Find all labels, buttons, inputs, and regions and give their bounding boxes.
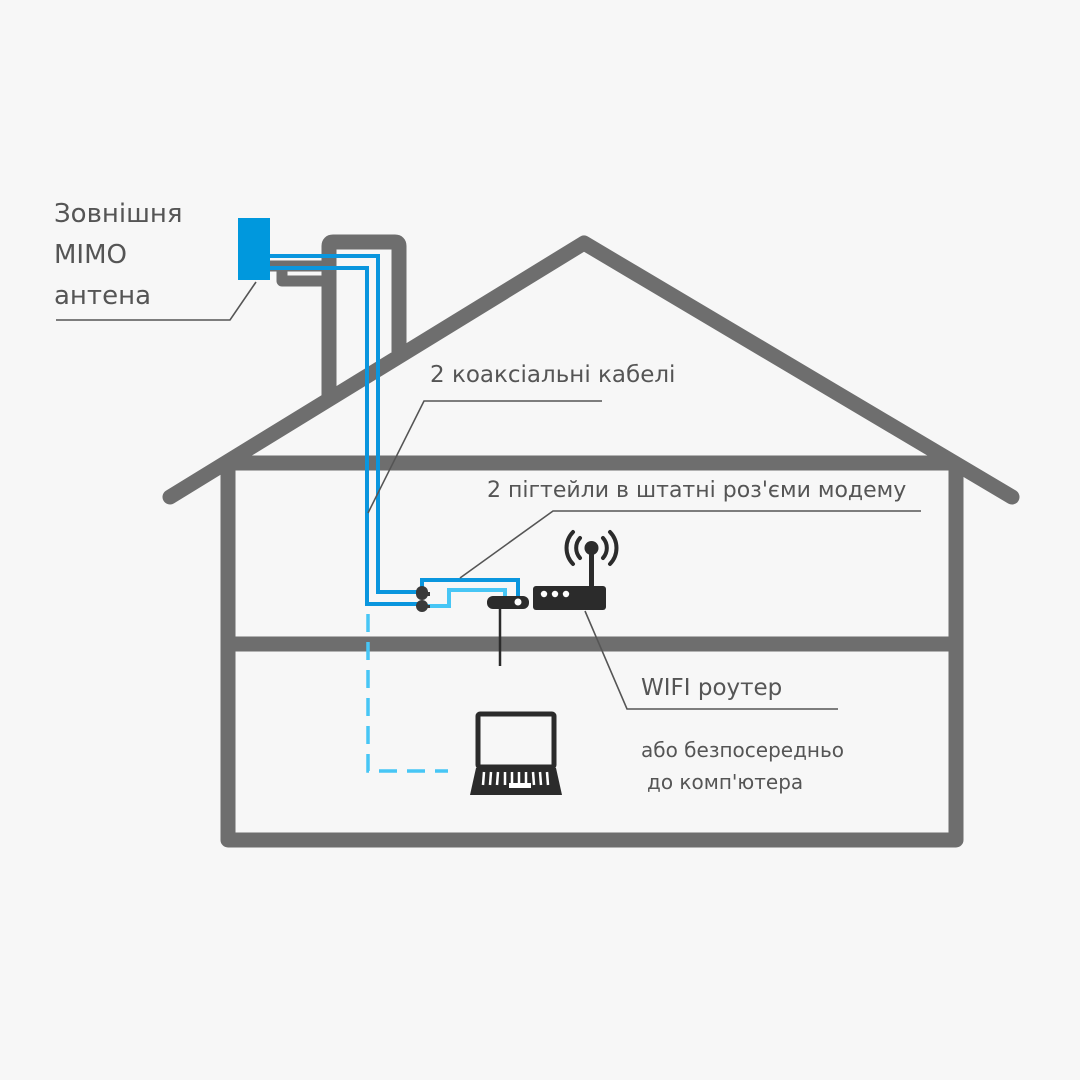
- wifi-router-icon: [533, 530, 619, 610]
- antenna-label: Зовнішня MIMO антена: [54, 194, 183, 317]
- antenna-label-line-3: антена: [54, 281, 152, 311]
- leader-router: [584, 610, 838, 710]
- usb-modem-icon: [487, 596, 529, 666]
- house-walls: [220, 455, 964, 848]
- router-label: WIFI роутер: [641, 675, 783, 701]
- laptop-icon: [470, 711, 562, 795]
- direct-label-line-2: до комп'ютера: [647, 770, 804, 794]
- leader-lines: [56, 281, 921, 710]
- direct-connection-label: або безпосередньо до комп'ютера: [641, 734, 844, 798]
- leader-antenna: [56, 281, 257, 321]
- antenna-panel-icon: [238, 218, 270, 280]
- coax-cables-label: 2 коаксіальні кабелі: [430, 362, 676, 388]
- leader-pigtail: [459, 510, 921, 579]
- dashed-cable-to-laptop: [366, 614, 448, 773]
- antenna-label-line-2: MIMO: [54, 240, 127, 270]
- pigtails-label: 2 пігтейли в штатні роз'єми модему: [487, 478, 907, 503]
- connector-icon: [416, 586, 430, 612]
- chimney: [321, 234, 407, 398]
- coax-cables: [268, 254, 420, 606]
- roof: [162, 235, 1020, 505]
- antenna-label-line-1: Зовнішня: [54, 199, 183, 229]
- leader-coax: [367, 400, 602, 514]
- direct-label-line-1: або безпосередньо: [641, 738, 844, 762]
